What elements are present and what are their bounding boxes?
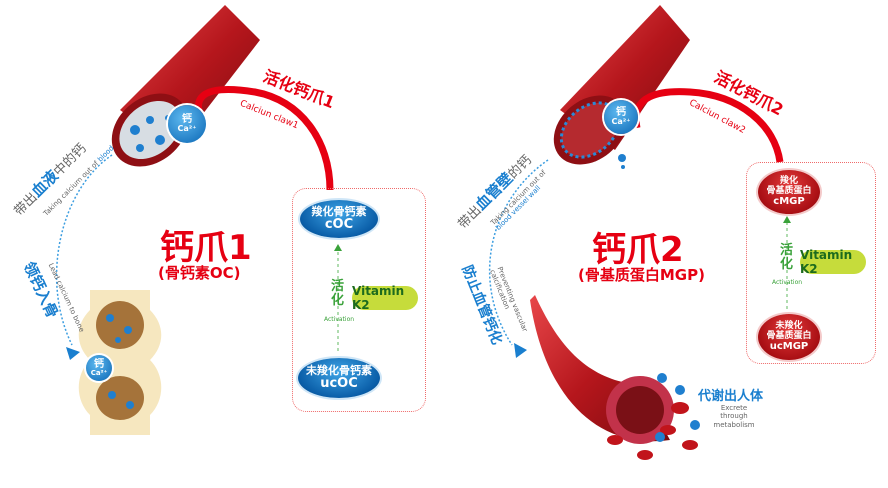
coc-ellipse: 羧化骨钙素 cOC <box>300 200 378 238</box>
right-claw-arc <box>632 88 784 163</box>
ucmgp-en: ucMGP <box>769 341 809 353</box>
left-activation-arrow-icon <box>334 244 342 251</box>
left-activation-cn: 活化 <box>331 279 345 309</box>
cmgp-line2: 骨基质蛋白 <box>766 185 812 196</box>
calcium-cn: 钙 <box>182 114 192 125</box>
right-activation-en: Activation <box>772 279 803 286</box>
calcium-cn: 钙 <box>94 358 104 370</box>
ucoc-cn: 未羧化骨钙素 <box>306 363 372 377</box>
right-calcium-bubble: 钙 Ca²⁺ <box>604 100 638 134</box>
left-activation-en: Activation <box>324 316 355 323</box>
calcium-cn: 钙 <box>616 107 626 118</box>
bone-icon <box>78 290 162 435</box>
left-title: 钙爪1 <box>160 228 252 268</box>
coc-en: cOC <box>324 216 354 232</box>
ucmgp-ellipse: 未羧化 骨基质蛋白 ucMGP <box>758 314 820 360</box>
cmgp-en: cMGP <box>773 196 805 208</box>
ucoc-en: ucOC <box>320 375 358 391</box>
right-title: 钙爪2 <box>592 230 684 270</box>
ucoc-ellipse: 未羧化骨钙素 ucOC <box>298 358 380 398</box>
left-dotted-arc <box>55 154 113 346</box>
cmgp-line1: 羧化 <box>779 175 798 186</box>
left-claw-arc <box>194 86 334 191</box>
calcium-en: Ca²⁺ <box>611 117 631 126</box>
right-arrow-icon <box>514 343 527 358</box>
right-activation-arrow-icon <box>783 216 791 223</box>
bone-calcium-bubble: 钙 Ca²⁺ <box>86 355 112 381</box>
calcium-en: Ca²⁺ <box>177 124 197 133</box>
excrete-cn: 代谢出人体 <box>698 389 764 404</box>
right-subtitle: (骨基质蛋白MGP) <box>578 266 705 284</box>
coc-cn: 羧化骨钙素 <box>311 204 367 218</box>
ucmgp-line1: 未羧化 <box>775 320 803 331</box>
left-arrow-icon <box>66 347 80 360</box>
calcium-en: Ca²⁺ <box>90 368 108 377</box>
left-calcium-bubble: 钙 Ca²⁺ <box>168 105 206 143</box>
right-vitamin-k2-badge: Vitamin K2 <box>800 248 866 276</box>
left-subtitle: (骨钙素OC) <box>158 264 241 282</box>
ucmgp-line2: 骨基质蛋白 <box>766 330 812 341</box>
right-activation-cn: 活化 <box>780 243 794 273</box>
right-activation-box <box>746 162 876 364</box>
excrete-en: Excrete through metabolism <box>713 404 755 429</box>
left-vitamin-k2-badge: Vitamin K2 <box>352 284 418 312</box>
left-activation-box <box>292 188 426 412</box>
lower-blood-vessel <box>530 295 700 460</box>
cmgp-ellipse: 羧化 骨基质蛋白 cMGP <box>758 170 820 214</box>
right-dotted-arc <box>488 159 549 346</box>
